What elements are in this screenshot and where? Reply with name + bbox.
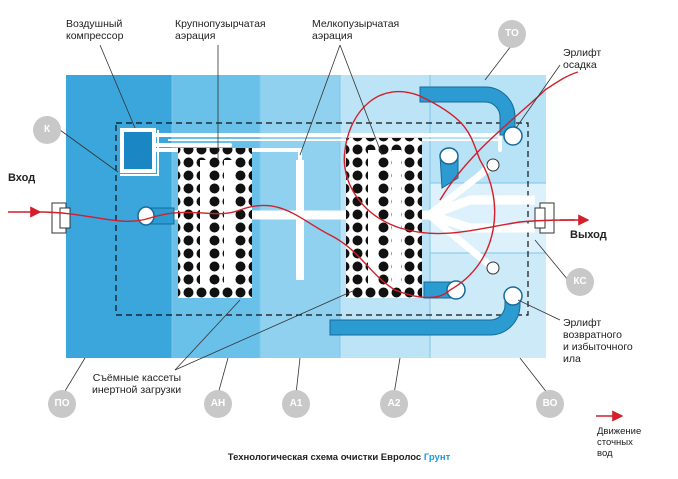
leader-airlift-return [517, 299, 561, 321]
airlift-junction-lower [486, 261, 500, 275]
badge-an: АН [204, 390, 232, 418]
label-compressor: Воздушный компрессор [66, 18, 124, 42]
diagram-caption: Технологическая схема очистки Евролос Гр… [0, 452, 678, 463]
inlet-flange-stub [59, 207, 71, 229]
leader-cassettes-2 [174, 289, 356, 371]
badge-a2: А2 [380, 390, 408, 418]
badge-a1: А1 [282, 390, 310, 418]
badge-ks: КС [566, 268, 594, 296]
label-airlift-settling: Эрлифт осадка [563, 47, 602, 71]
a1-aerator-tube [296, 160, 304, 280]
leader-ks [534, 239, 569, 281]
leader-fine-1 [299, 44, 341, 156]
label-fine-aeration: Мелкопузырчатая аэрация [312, 18, 400, 42]
to-return-pipe-end [439, 147, 459, 165]
cassette-a2-insert-1 [368, 150, 377, 285]
leader-k [59, 129, 119, 173]
caption-text: Технологическая схема очистки Евролос [227, 452, 422, 463]
outlet-pipe-fork [428, 210, 535, 233]
outlet-flange-stub [534, 207, 546, 229]
badge-to: ТО [498, 20, 526, 48]
caption-accent: Грунт [423, 452, 451, 463]
settling-tube-top [419, 86, 516, 136]
leader-cassettes-1 [174, 299, 241, 371]
leader-an [217, 357, 229, 395]
inner-dashed-outline [115, 122, 529, 316]
label-coarse-aeration: Крупнопузырчатая аэрация [175, 18, 266, 42]
cassette-an-insert-1 [200, 160, 209, 285]
cassette-a2-insert-2 [392, 150, 401, 285]
airlift-return-bottom [503, 286, 523, 306]
badge-po: ПО [48, 390, 76, 418]
cassette-an-insert-2 [224, 160, 233, 285]
leader-a2 [393, 357, 401, 395]
leader-to [484, 45, 512, 81]
flow-branch-to [439, 71, 579, 201]
badge-vo: ВО [536, 390, 564, 418]
leader-fine-2 [339, 44, 383, 156]
compressor-unit [124, 132, 152, 169]
airlift-junction-upper [486, 158, 500, 172]
badge-k: К [33, 116, 61, 144]
cassette-a2 [346, 138, 422, 298]
inlet-pipe-inner-end [137, 206, 155, 226]
leader-vo [519, 357, 549, 395]
airlift-settling-top [503, 126, 523, 146]
leader-a1 [295, 357, 301, 395]
leader-po [61, 357, 86, 397]
label-airlift-return: Эрлифт возвратного и избыточного ила [563, 317, 633, 365]
compressor-lines [120, 130, 500, 176]
flow-path [39, 90, 576, 299]
leader-airlift-settling [515, 64, 561, 129]
sludge-pipe-bottom-end [446, 280, 466, 300]
label-outlet: Выход [570, 229, 607, 241]
label-inlet: Вход [8, 172, 36, 184]
cassette-an [178, 148, 252, 298]
leader-compressor [99, 44, 136, 129]
legend-flow-label: Движение сточных вод [597, 426, 642, 459]
label-cassettes: Съёмные кассеты инертной загрузки [92, 372, 182, 396]
